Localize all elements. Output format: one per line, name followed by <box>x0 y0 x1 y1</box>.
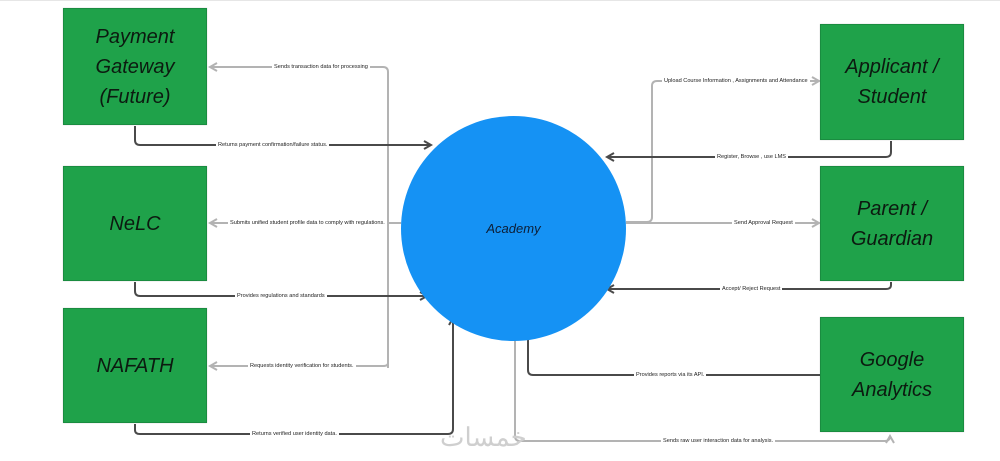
entity-payment-gateway: Payment Gateway (Future) <box>63 8 207 125</box>
flow-label-submits-profile: Submits unified student profile data to … <box>228 219 387 227</box>
entity-applicant-student: Applicant / Student <box>820 24 964 140</box>
top-divider <box>0 0 1000 1</box>
entity-nelc: NeLC <box>63 166 207 281</box>
flow-label-requests-identity: Requests identity verification for stude… <box>248 362 356 370</box>
flow-label-provides-reports: Provides reports via its API. <box>634 371 707 379</box>
flow-label-register-browse: Register, Browse , use LMS <box>715 153 789 161</box>
watermark: خمسات <box>440 422 527 452</box>
flow-label-verified-identity: Returns verified user identity data. <box>250 430 339 438</box>
flow-label-upload-course: Upload Course Information , Assignments … <box>662 77 810 85</box>
flow-label-sends-transaction: Sends transaction data for processing <box>272 63 370 71</box>
entity-parent-guardian: Parent / Guardian <box>820 166 964 281</box>
academy-circle: Academy <box>401 116 626 341</box>
flow-label-regulations: Provides regulations and standards <box>235 292 327 300</box>
flow-line-regulations <box>134 282 427 296</box>
entity-google-analytics: Google Analytics <box>820 317 964 432</box>
flow-line-register-browse <box>607 141 892 157</box>
flow-line-requests-identity <box>210 363 389 366</box>
flow-label-payment-confirmation: Returns payment confirmation/failure sta… <box>216 141 330 149</box>
flow-line-upload-course <box>626 81 819 223</box>
flow-line-payment-confirmation <box>134 126 431 145</box>
flow-line-accept-reject <box>607 282 892 289</box>
flow-label-accept-reject: Accept/ Reject Request <box>720 285 783 293</box>
flow-line-raw-interaction <box>514 338 890 441</box>
flow-label-send-approval: Send Approval Request <box>732 219 795 227</box>
academy-label: Academy <box>486 221 541 236</box>
flow-label-raw-interaction: Sends raw user interaction data for anal… <box>661 437 776 445</box>
entity-nafath: NAFATH <box>63 308 207 423</box>
flow-line-sends-transaction <box>210 67 389 368</box>
